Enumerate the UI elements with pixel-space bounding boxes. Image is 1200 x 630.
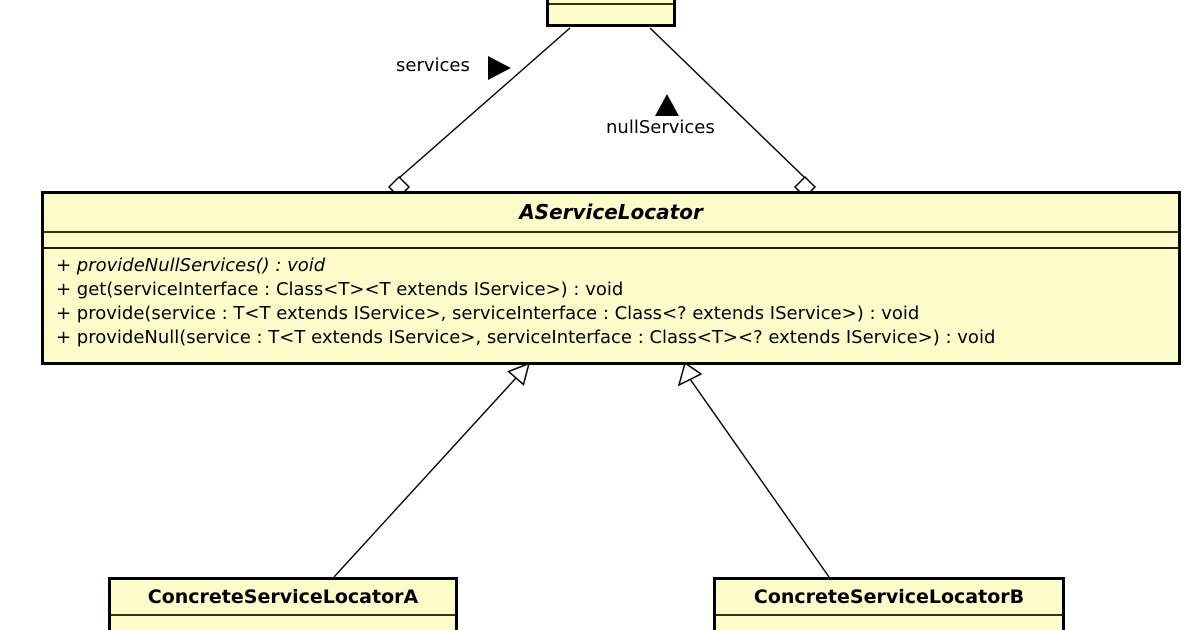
top-class-divider (549, 0, 673, 5)
association-services-line (398, 27, 571, 179)
method-providenullservices: + provideNullServices() : void (56, 255, 326, 276)
class-title-concreteservicelocatora: ConcreteServiceLocatorA (111, 580, 455, 616)
class-box-aservicelocator: AServiceLocator + provideNullServices() … (41, 191, 1181, 365)
method-providenull: + provideNull(service : T<T extends ISer… (56, 327, 996, 348)
method-get: + get(serviceInterface : Class<T><T exte… (56, 279, 624, 300)
nullservices-direction-arrow-icon (655, 94, 679, 116)
class-title-aservicelocator: AServiceLocator (519, 200, 703, 224)
method-provide: + provide(service : T<T extends IService… (56, 303, 920, 324)
association-nullservices-line (649, 27, 806, 179)
association-label-nullservices: nullServices (606, 117, 715, 138)
class-methods-aservicelocator: + provideNullServices() : void + get(ser… (44, 247, 1178, 350)
class-box-concreteservicelocatora: ConcreteServiceLocatorA (108, 577, 458, 630)
class-attributes-aservicelocator (44, 231, 1178, 247)
association-label-services: services (396, 55, 470, 76)
generalization-a-line (333, 377, 517, 578)
generalization-b-line (689, 378, 830, 578)
class-title-concreteservicelocatorb: ConcreteServiceLocatorB (716, 580, 1062, 616)
services-direction-arrow-icon (488, 56, 511, 80)
class-box-concreteservicelocatorb: ConcreteServiceLocatorB (713, 577, 1065, 630)
top-class-box (546, 0, 676, 27)
generalization-b-arrowhead-icon (677, 361, 703, 387)
generalization-a-arrowhead-icon (507, 362, 531, 386)
